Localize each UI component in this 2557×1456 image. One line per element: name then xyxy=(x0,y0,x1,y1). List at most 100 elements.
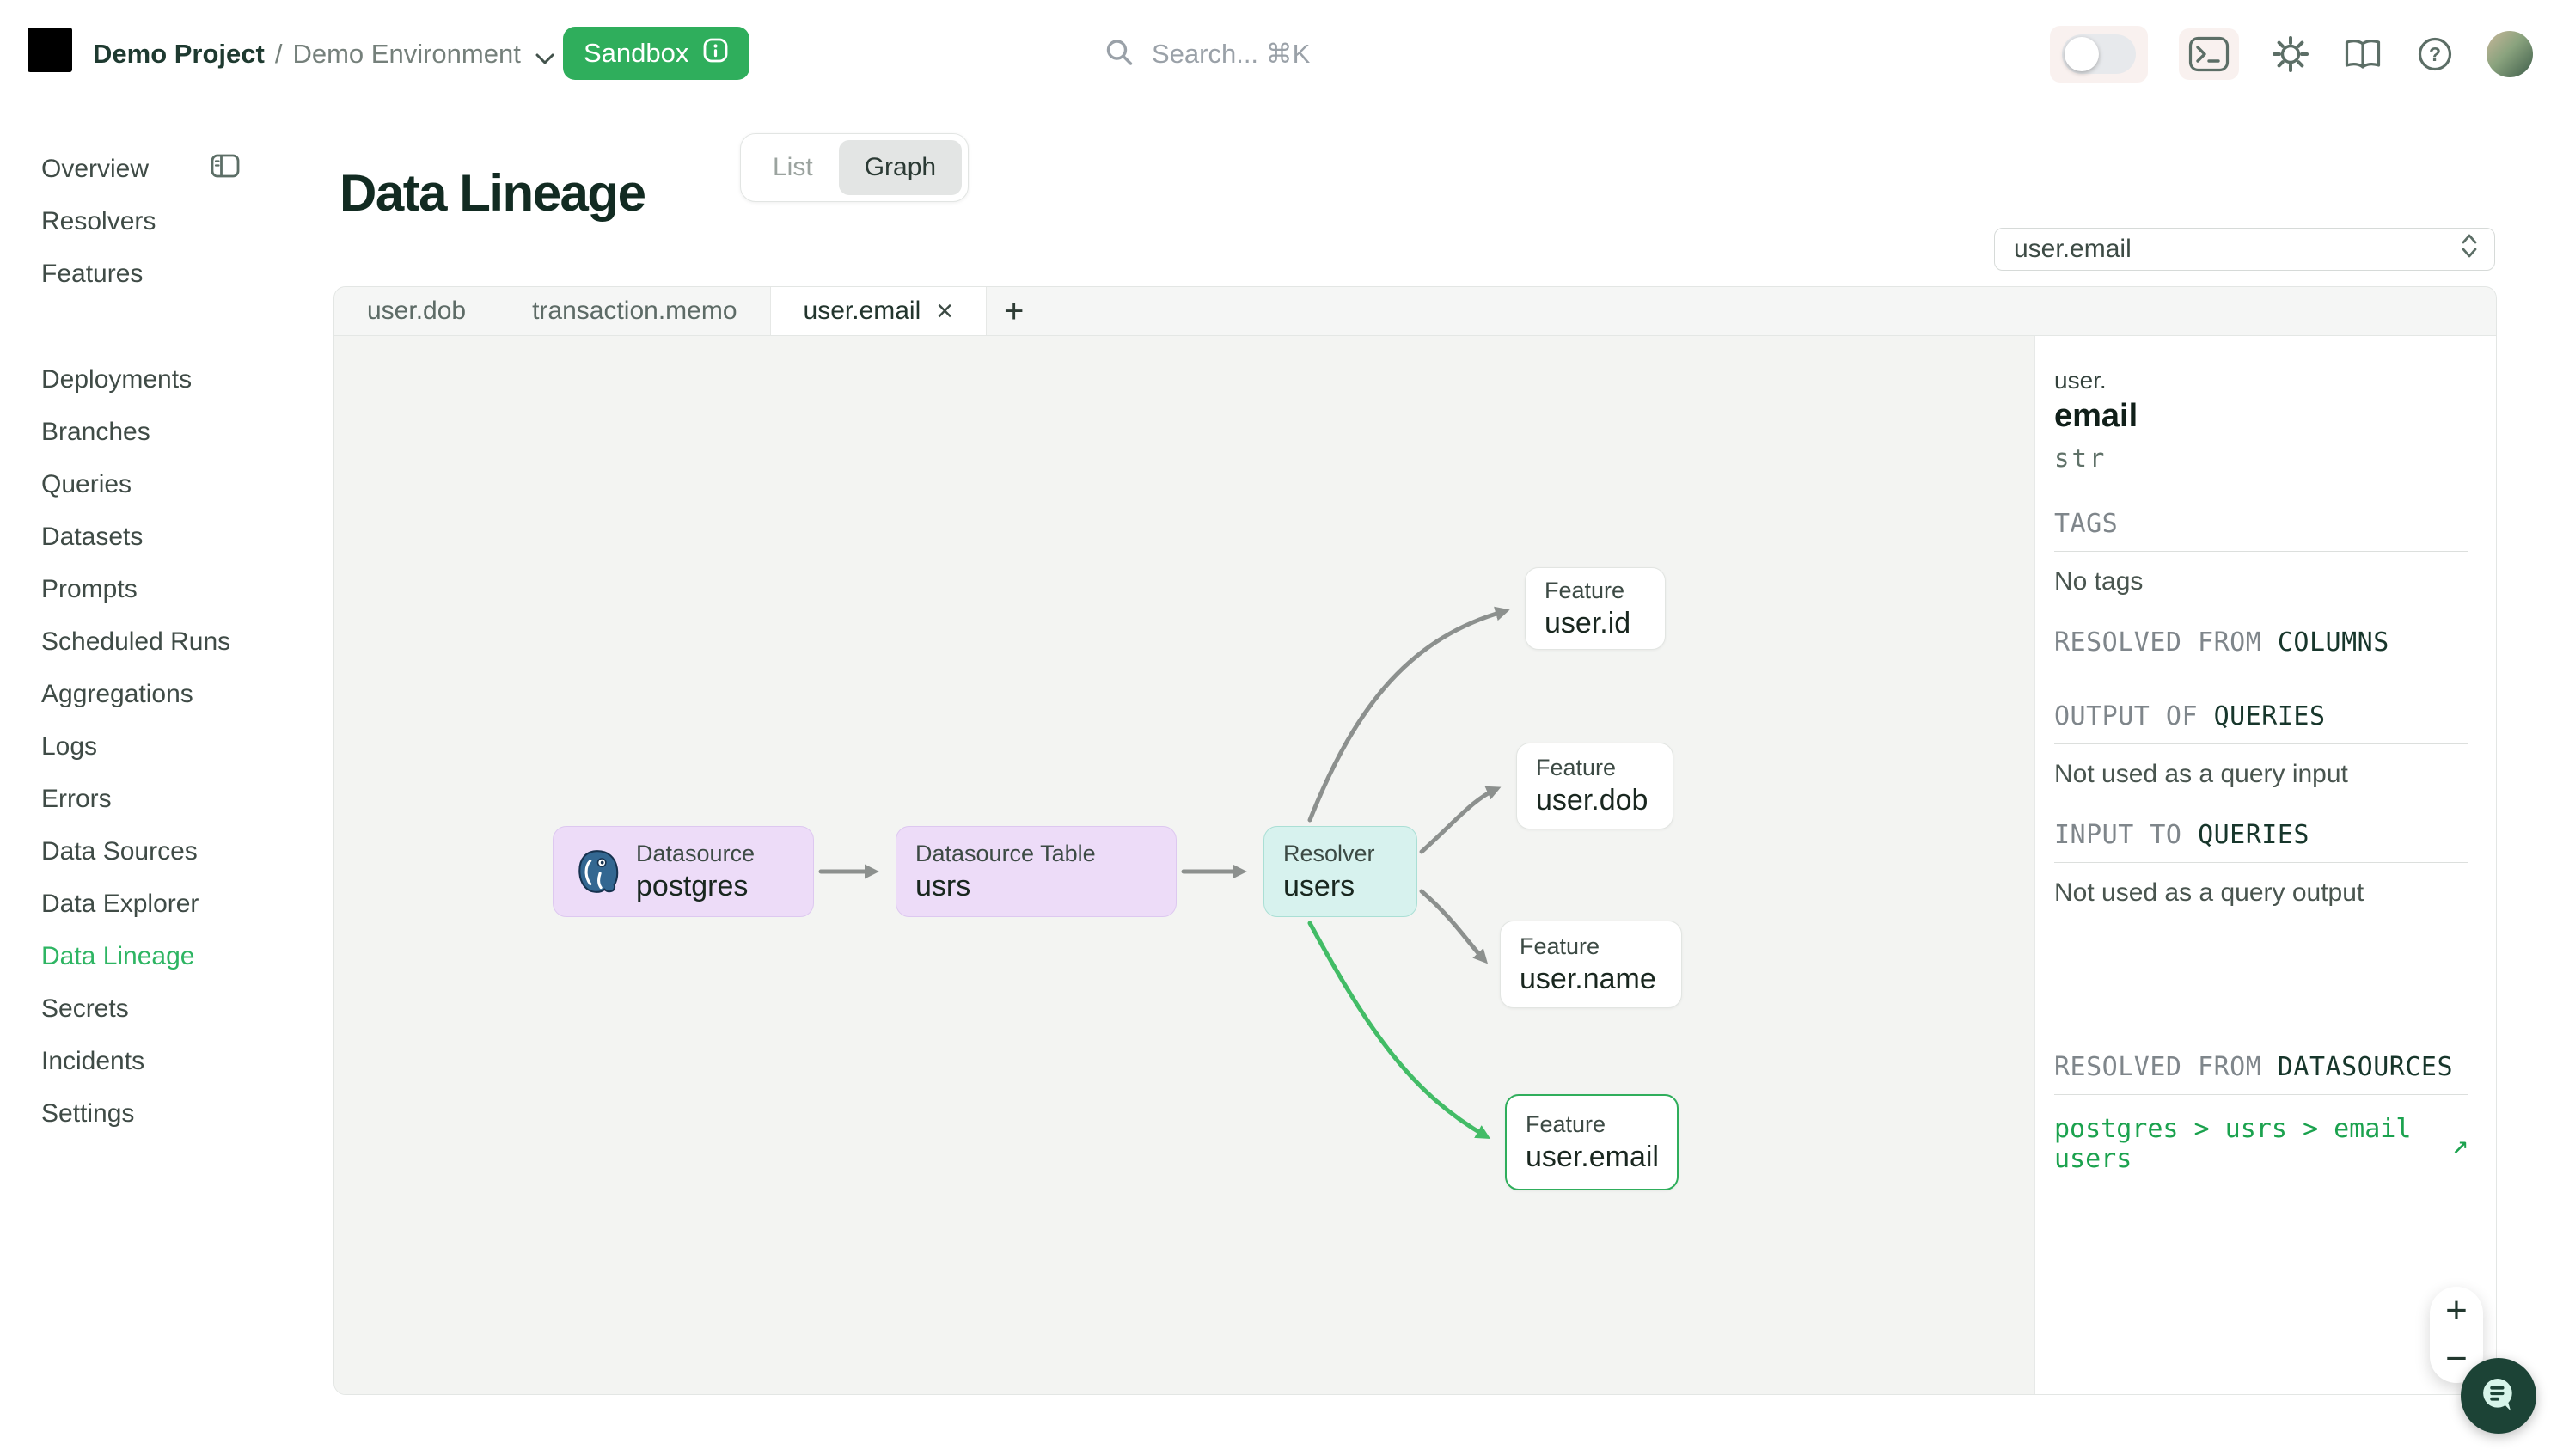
sidebar-item-features[interactable]: Features xyxy=(0,248,266,300)
feature-type: str xyxy=(2054,444,2107,473)
tab-label: transaction.memo xyxy=(532,297,737,325)
sidebar-item-data-lineage[interactable]: Data Lineage xyxy=(0,930,266,982)
tab-label: user.email xyxy=(803,297,921,325)
sidebar: Overview Resolvers Features Deployments … xyxy=(0,108,266,1456)
sidebar-item-prompts[interactable]: Prompts xyxy=(0,563,266,615)
topbar: Demo Project / Demo Environment Sandbox xyxy=(0,0,2557,108)
node-type-label: Feature xyxy=(1536,755,1617,780)
sidebar-item-settings[interactable]: Settings xyxy=(0,1087,266,1140)
lineage-graph-container: user.dob transaction.memo user.email × + xyxy=(333,286,2497,1395)
view-toggle: List Graph xyxy=(740,133,970,202)
graph-node-feature-user-name[interactable]: Feature user.name xyxy=(1500,921,1682,1008)
sidebar-item-label: Data Sources xyxy=(41,836,198,866)
view-toggle-list[interactable]: List xyxy=(773,153,813,181)
info-icon xyxy=(702,37,729,70)
sidebar-item-label: Incidents xyxy=(41,1046,145,1075)
section-divider xyxy=(2054,743,2468,744)
edge-users-to-user-id xyxy=(1307,606,1510,823)
sidebar-item-incidents[interactable]: Incidents xyxy=(0,1035,266,1087)
section-heading-muted: INPUT TO xyxy=(2054,820,2182,850)
sidebar-item-label: Data Explorer xyxy=(41,889,199,918)
node-type-label: Resolver xyxy=(1283,840,1375,866)
feature-name: email xyxy=(2054,398,2138,434)
sidebar-section-gap xyxy=(0,300,266,353)
sidebar-item-logs[interactable]: Logs xyxy=(0,720,266,773)
section-heading-muted: RESOLVED FROM xyxy=(2054,627,2262,658)
node-name-label: postgres xyxy=(636,869,749,902)
user-avatar[interactable] xyxy=(2487,31,2533,77)
sidebar-item-data-explorer[interactable]: Data Explorer xyxy=(0,878,266,930)
tab-user-email[interactable]: user.email × xyxy=(770,287,988,335)
sidebar-item-resolvers[interactable]: Resolvers xyxy=(0,195,266,248)
node-type-label: Datasource xyxy=(636,840,755,866)
search-input[interactable] xyxy=(1149,38,1434,70)
tags-heading: TAGS xyxy=(2054,509,2119,539)
sidebar-item-data-sources[interactable]: Data Sources xyxy=(0,825,266,878)
tab-user-dob[interactable]: user.dob xyxy=(334,287,500,335)
sidebar-item-label: Branches xyxy=(41,417,150,446)
graph-node-feature-user-id[interactable]: Feature user.id xyxy=(1525,567,1666,650)
sidebar-item-label: Scheduled Runs xyxy=(41,627,231,656)
app-logo[interactable] xyxy=(28,28,72,72)
section-heading-strong: QUERIES xyxy=(2198,820,2309,850)
zoom-in-button[interactable]: + xyxy=(2430,1287,2483,1335)
graph-node-feature-user-dob[interactable]: Feature user.dob xyxy=(1516,743,1673,829)
tab-transaction-memo[interactable]: transaction.memo xyxy=(499,287,771,335)
environment-name: Demo Environment xyxy=(292,39,521,69)
node-type-label: Feature xyxy=(1520,933,1600,959)
svg-text:?: ? xyxy=(2429,43,2441,65)
page-title: Data Lineage xyxy=(340,164,646,223)
node-name-label: user.dob xyxy=(1536,784,1649,817)
theme-toggle-chip xyxy=(2050,26,2148,83)
sidebar-item-branches[interactable]: Branches xyxy=(0,406,266,458)
feature-selector[interactable]: user.email xyxy=(1994,228,2495,271)
tags-body: No tags xyxy=(2054,567,2144,596)
sidebar-item-label: Deployments xyxy=(41,364,193,394)
section-heading-strong: QUERIES xyxy=(2213,701,2326,731)
global-search[interactable] xyxy=(1104,0,1434,108)
sidebar-item-label: Resolvers xyxy=(41,206,156,236)
chevron-down-icon xyxy=(535,41,555,72)
zoom-out-button[interactable]: − xyxy=(2430,1335,2483,1383)
chat-fab-button[interactable] xyxy=(2461,1358,2536,1434)
sidebar-item-overview[interactable]: Overview xyxy=(0,143,266,195)
sidebar-item-aggregations[interactable]: Aggregations xyxy=(0,668,266,720)
sidebar-item-errors[interactable]: Errors xyxy=(0,773,266,825)
view-toggle-graph[interactable]: Graph xyxy=(838,140,963,195)
lineage-edges xyxy=(818,606,1510,1139)
theme-toggle[interactable] xyxy=(2062,34,2136,74)
select-chevrons-icon xyxy=(2460,231,2479,267)
edge-users-to-user-name xyxy=(1419,889,1489,964)
sidebar-item-scheduled-runs[interactable]: Scheduled Runs xyxy=(0,615,266,668)
close-tab-icon[interactable]: × xyxy=(936,295,954,327)
input-to-queries-section: INPUT TO QUERIES Not used as a query out… xyxy=(2054,820,2468,908)
sidebar-item-datasets[interactable]: Datasets xyxy=(0,511,266,563)
graph-canvas[interactable]: Datasource postgres Datasource Table usr… xyxy=(334,336,2034,1394)
settings-gear-icon[interactable] xyxy=(2270,34,2311,75)
sidebar-item-label: Features xyxy=(41,259,144,288)
section-divider xyxy=(2054,862,2468,863)
collapse-panel-icon[interactable] xyxy=(211,154,240,185)
graph-node-datasource-table-usrs[interactable]: Datasource Table usrs xyxy=(896,826,1177,917)
lineage-link-text: postgres > usrs > email users xyxy=(2054,1114,2412,1174)
help-icon[interactable]: ? xyxy=(2414,34,2456,75)
sidebar-item-label: Logs xyxy=(41,731,98,761)
section-heading-muted: RESOLVED FROM xyxy=(2054,1052,2262,1082)
graph-node-feature-user-email[interactable]: Feature user.email xyxy=(1505,1094,1679,1190)
add-tab-button[interactable]: + xyxy=(1003,291,1025,330)
graph-node-resolver-users[interactable]: Resolver users xyxy=(1263,826,1417,917)
section-heading-strong: DATASOURCES xyxy=(2277,1052,2454,1082)
sidebar-item-label: Errors xyxy=(41,784,112,813)
docs-book-icon[interactable] xyxy=(2342,36,2383,72)
sidebar-item-queries[interactable]: Queries xyxy=(0,458,266,511)
node-name-label: user.id xyxy=(1545,606,1631,639)
sidebar-item-secrets[interactable]: Secrets xyxy=(0,982,266,1035)
graph-node-datasource-postgres[interactable]: Datasource postgres xyxy=(553,826,814,917)
terminal-icon[interactable] xyxy=(2188,36,2230,72)
node-name-label: user.name xyxy=(1520,962,1656,995)
sandbox-button[interactable]: Sandbox xyxy=(563,27,750,80)
datasource-lineage-link[interactable]: postgres > usrs > email users ↗ xyxy=(2054,1114,2468,1174)
edge-users-to-user-dob xyxy=(1419,786,1502,854)
sidebar-item-deployments[interactable]: Deployments xyxy=(0,353,266,406)
breadcrumb[interactable]: Demo Project / Demo Environment xyxy=(93,0,555,108)
